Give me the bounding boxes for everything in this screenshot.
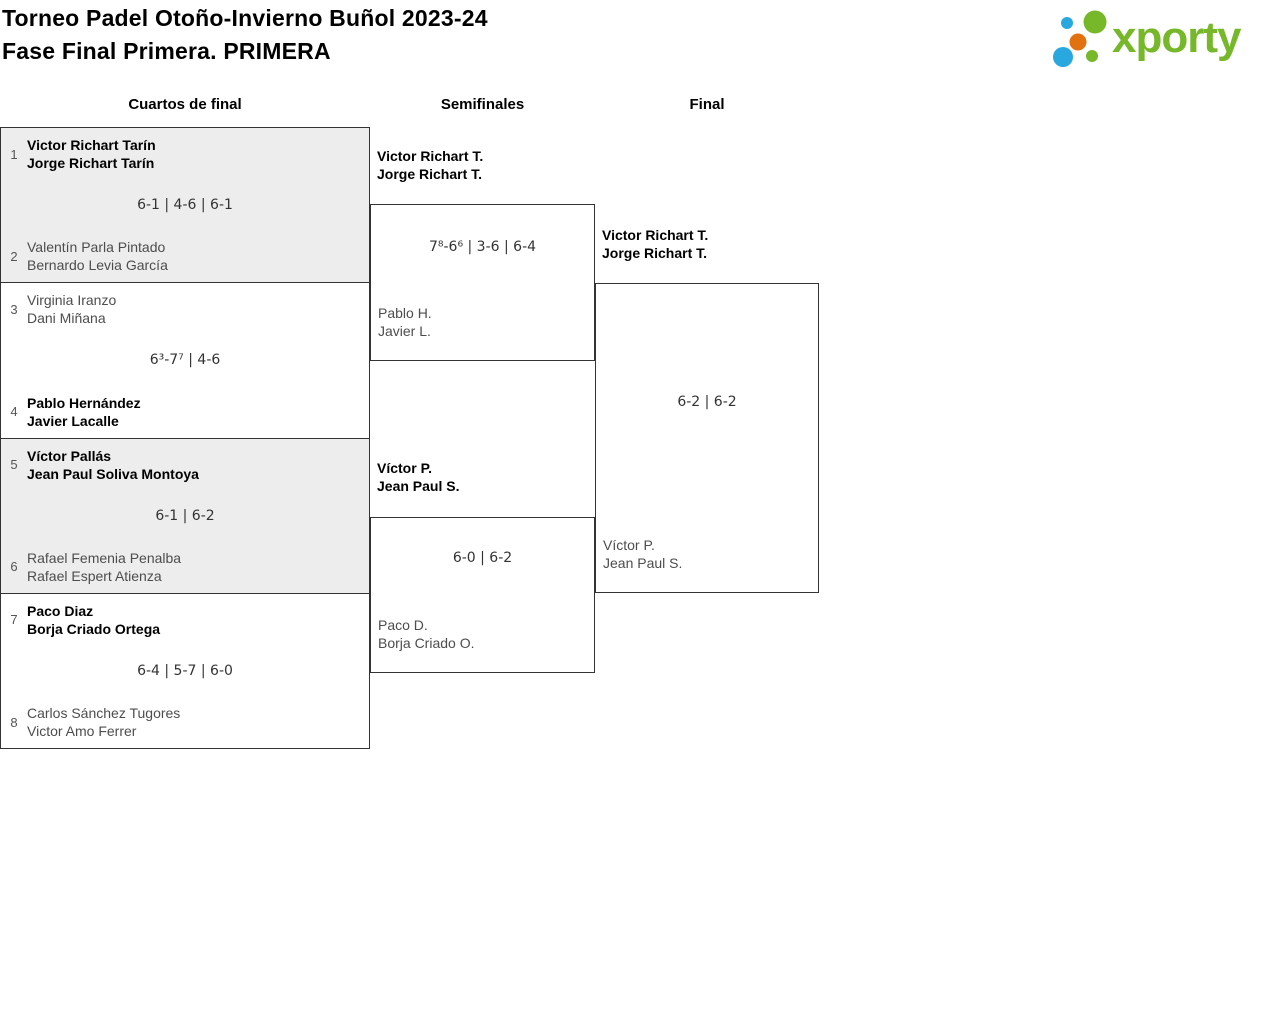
final-top-team: Victor Richart T. Jorge Richart T. bbox=[602, 226, 708, 262]
team-names: Carlos Sánchez Tugores Victor Amo Ferrer bbox=[27, 704, 180, 740]
sf-match-2[interactable]: 6-0 | 6-2 Paco D. Borja Criado O. bbox=[370, 517, 595, 673]
team-names: Valentín Parla Pintado Bernardo Levia Ga… bbox=[27, 238, 168, 274]
player-name: Javier L. bbox=[378, 323, 431, 339]
player-name: Rafael Femenia Penalba bbox=[27, 549, 182, 566]
player-name: Pablo H. bbox=[378, 305, 432, 321]
seed-number: 4 bbox=[10, 404, 18, 419]
team-entry: 4 Pablo Hernández Javier Lacalle bbox=[1, 394, 369, 430]
match-score: 6-4 | 5-7 | 6-0 bbox=[137, 662, 233, 679]
match-score: 6-1 | 6-2 bbox=[155, 507, 215, 524]
player-name: Dani Miñana bbox=[27, 310, 106, 327]
player-name: Borja Criado O. bbox=[378, 635, 475, 651]
qf-match-4[interactable]: 7 Paco Diaz Borja Criado Ortega 6-4 | 5-… bbox=[1, 593, 369, 748]
player-name: Victor Amo Ferrer bbox=[27, 723, 137, 739]
team-entry: 7 Paco Diaz Borja Criado Ortega bbox=[1, 602, 369, 638]
player-name: Jorge Richart T. bbox=[377, 166, 483, 182]
player-name: Pablo Hernández bbox=[27, 394, 141, 411]
quarterfinals-column: 1 Victor Richart Tarín Jorge Richart Tar… bbox=[0, 127, 370, 749]
qf-match-3[interactable]: 5 Víctor Pallás Jean Paul Soliva Montoya… bbox=[1, 438, 369, 594]
player-name: Bernardo Levia García bbox=[27, 257, 168, 274]
qf-match-1[interactable]: 1 Victor Richart Tarín Jorge Richart Tar… bbox=[1, 128, 369, 284]
player-name: Victor Richart Tarín bbox=[27, 137, 156, 153]
player-name: Jorge Richart T. bbox=[602, 245, 708, 261]
player-name: Paco Diaz bbox=[27, 602, 94, 619]
team-entry: 6 Rafael Femenia Penalba Rafael Espert A… bbox=[1, 549, 369, 585]
player-name: Jean Paul S. bbox=[377, 478, 460, 494]
player-name: Víctor P. bbox=[603, 537, 655, 553]
seed-number: 7 bbox=[10, 612, 18, 628]
page-title: Torneo Padel Otoño-Invierno Buñol 2023-2… bbox=[2, 2, 488, 68]
match-score: 6-1 | 4-6 | 6-1 bbox=[137, 197, 233, 214]
sf2-top-team: Víctor P. Jean Paul S. bbox=[377, 459, 459, 495]
phase-subtitle: Fase Final Primera. PRIMERA bbox=[2, 38, 331, 64]
player-name: Victor Richart T. bbox=[377, 148, 484, 164]
team-entry: 8 Carlos Sánchez Tugores Victor Amo Ferr… bbox=[1, 704, 369, 740]
xporty-wordmark: xporty bbox=[1112, 13, 1241, 62]
player-name: Víctor P. bbox=[377, 460, 432, 476]
qf-match-2[interactable]: 3 Virginia Iranzo Dani Miñana 6³-7⁷ | 4-… bbox=[1, 283, 369, 439]
match-score: 6-0 | 6-2 bbox=[452, 550, 513, 566]
tournament-title: Torneo Padel Otoño-Invierno Buñol 2023-2… bbox=[2, 5, 488, 31]
player-name: Paco D. bbox=[378, 617, 428, 633]
team-entry: 5 Víctor Pallás Jean Paul Soliva Montoya bbox=[1, 447, 369, 483]
seed-number: 1 bbox=[10, 146, 18, 162]
player-name: Valentín Parla Pintado bbox=[27, 239, 166, 256]
xporty-dots-icon bbox=[1053, 10, 1107, 67]
match-score: 7⁸-6⁶ | 3-6 | 6-4 bbox=[428, 239, 537, 255]
round-header-cuartos: Cuartos de final bbox=[128, 96, 242, 113]
team-names: Victor Richart Tarín Jorge Richart Tarín bbox=[27, 136, 156, 172]
sf1-top-team: Victor Richart T. Jorge Richart T. bbox=[377, 147, 483, 183]
match-score: 6³-7⁷ | 4-6 bbox=[149, 352, 221, 369]
seed-number: 2 bbox=[10, 248, 18, 264]
player-name: Victor Richart T. bbox=[602, 227, 709, 243]
team-entry: 3 Virginia Iranzo Dani Miñana bbox=[1, 291, 369, 327]
seed-number: 3 bbox=[10, 301, 18, 317]
team-names: Rafael Femenia Penalba Rafael Espert Ati… bbox=[27, 549, 181, 585]
round-header-final: Final bbox=[689, 96, 725, 113]
final-match[interactable]: 6-2 | 6-2 Víctor P. Jean Paul S. bbox=[595, 283, 819, 593]
player-name: Carlos Sánchez Tugores bbox=[27, 705, 181, 721]
player-name: Virginia Iranzo bbox=[27, 292, 117, 309]
team-names: Pablo Hernández Javier Lacalle bbox=[27, 394, 141, 430]
player-name: Javier Lacalle bbox=[27, 412, 119, 429]
sf-match-1[interactable]: 7⁸-6⁶ | 3-6 | 6-4 Pablo H. Javier L. bbox=[370, 204, 595, 361]
team-names: Víctor Pallás Jean Paul Soliva Montoya bbox=[27, 447, 199, 483]
seed-number: 6 bbox=[10, 559, 18, 575]
player-name: Víctor Pallás bbox=[27, 447, 112, 464]
team-names: Virginia Iranzo Dani Miñana bbox=[27, 291, 116, 327]
player-name: Jean Paul Soliva Montoya bbox=[27, 465, 199, 482]
match-score: 6-2 | 6-2 bbox=[677, 394, 737, 410]
round-header-semifinales: Semifinales bbox=[440, 96, 525, 113]
xporty-logo[interactable]: xporty bbox=[1048, 0, 1276, 74]
player-name: Borja Criado Ortega bbox=[27, 620, 161, 637]
player-name: Jean Paul S. bbox=[603, 555, 683, 571]
sf1-bottom-team: Pablo H. Javier L. bbox=[378, 304, 432, 340]
team-entry: 2 Valentín Parla Pintado Bernardo Levia … bbox=[1, 238, 369, 274]
player-name: Rafael Espert Atienza bbox=[27, 567, 162, 584]
seed-number: 8 bbox=[10, 714, 18, 730]
team-names: Paco Diaz Borja Criado Ortega bbox=[27, 602, 160, 638]
player-name: Jorge Richart Tarín bbox=[27, 155, 155, 171]
team-entry: 1 Victor Richart Tarín Jorge Richart Tar… bbox=[1, 136, 369, 172]
seed-number: 5 bbox=[10, 457, 18, 472]
final-bottom-team: Víctor P. Jean Paul S. bbox=[603, 536, 682, 572]
sf2-bottom-team: Paco D. Borja Criado O. bbox=[378, 616, 474, 652]
